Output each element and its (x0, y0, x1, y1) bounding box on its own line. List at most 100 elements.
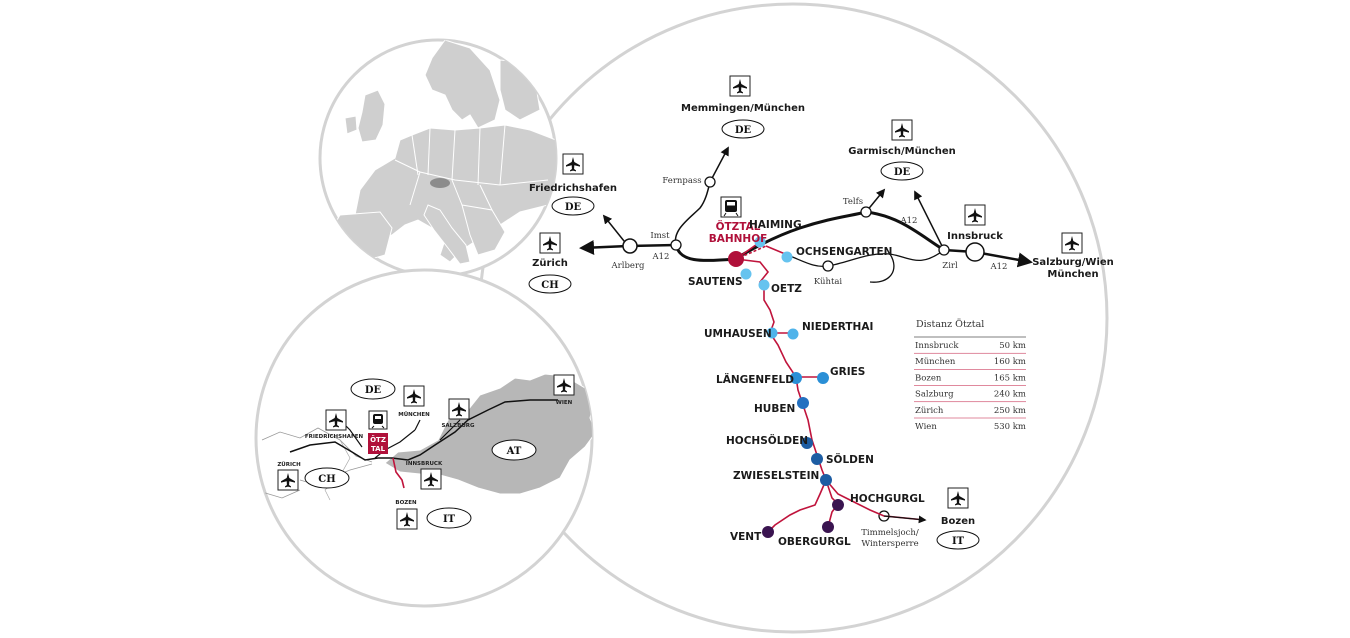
small-label-salzburg: SALZBURG (441, 423, 475, 429)
label-soelden: SÖLDEN (826, 452, 874, 466)
airport-icon-memmingen (729, 75, 751, 97)
label-wintersperre: Wintersperre (861, 539, 918, 549)
airport-icon-garmisch (891, 119, 913, 141)
label-ochsengarten: OCHSENGARTEN (796, 246, 892, 258)
svg-text:IT: IT (443, 514, 456, 525)
dot-obergurgl (822, 521, 834, 533)
label-obergurgl: OBERGURGL (778, 536, 851, 548)
label-gries: GRIES (830, 366, 865, 378)
train-icon (720, 196, 742, 218)
airport-icon-innsbruck (964, 204, 986, 226)
train-icon-small (368, 410, 388, 430)
small-label-muenchen: MÜNCHEN (398, 411, 430, 418)
small-oval-at: AT (491, 439, 537, 461)
distance-km: 240 km (994, 390, 1026, 400)
label-hochsoelden: HOCHSÖLDEN (726, 433, 808, 447)
austria-highlight (430, 178, 450, 188)
svg-text:DE: DE (365, 385, 382, 396)
label-zirl: Zirl (942, 261, 958, 271)
label-a12-right: A12 (990, 262, 1008, 272)
svg-text:AT: AT (506, 446, 522, 457)
svg-text:CH: CH (541, 280, 558, 291)
road-a12-main (674, 210, 945, 262)
airport-icon-wien-small (553, 374, 575, 396)
oval-de-garmisch: DE (880, 161, 924, 181)
small-label-friedrichshafen: FRIEDRICHSHAFEN (305, 434, 364, 440)
label-niederthai: NIEDERTHAI (802, 321, 873, 333)
oetztal-station-badge: ÖTZ TAL (368, 433, 388, 454)
distance-km: 160 km (994, 357, 1026, 367)
distance-row: München 160 km (914, 352, 1026, 367)
distance-row: Bozen 165 km (914, 369, 1026, 383)
airport-icon-friedrichshafen (562, 153, 584, 175)
dot-vent (762, 526, 774, 538)
airport-icon-innsbruck-small (420, 468, 442, 490)
dot-soelden (811, 453, 823, 465)
label-oetztal: ÖTZTAL (716, 219, 761, 233)
small-road-west (289, 399, 558, 461)
dot-gries (817, 372, 829, 384)
airport-icon-zuerich-small (277, 469, 299, 491)
road-friedrichshafen (602, 214, 629, 247)
distance-place: Bozen (915, 373, 942, 383)
dot-laengenfeld (790, 372, 802, 384)
svg-text:DE: DE (735, 125, 752, 136)
distance-km: 250 km (994, 406, 1026, 416)
svg-text:IT: IT (952, 536, 965, 547)
label-innsbruck: Innsbruck (947, 231, 1003, 242)
label-fernpass: Fernpass (662, 176, 701, 186)
label-zuerich: Zürich (532, 258, 568, 269)
svg-text:DE: DE (565, 202, 582, 213)
label-huben: HUBEN (754, 403, 795, 415)
label-zwieselstein: ZWIESELSTEIN (733, 470, 819, 482)
small-label-innsbruck: INNSBRUCK (406, 461, 443, 467)
label-timmelsjoch: Timmelsjoch/ (861, 528, 919, 538)
small-oval-de: DE (350, 378, 396, 400)
road-kuehtai (789, 249, 945, 283)
label-bozen: Bozen (941, 516, 975, 527)
small-oval-it: IT (426, 507, 472, 529)
airport-icon-salzburg (1061, 232, 1083, 254)
distance-title: Distanz Ötztal (916, 318, 984, 330)
label-memmingen: Memmingen/München (681, 103, 805, 114)
svg-text:CH: CH (318, 474, 335, 485)
label-salzburg-muenchen: München (1047, 269, 1098, 280)
dot-sautens (740, 268, 752, 280)
label-sautens: SAUTENS (688, 276, 743, 288)
airport-icon-salzburg-small (448, 398, 470, 420)
distance-place: Zürich (915, 406, 944, 416)
label-arlberg: Arlberg (611, 261, 645, 271)
europe-map (318, 38, 558, 278)
label-telfs: Telfs (843, 197, 863, 207)
label-laengenfeld: LÄNGENFELD (716, 372, 794, 386)
dot-haiming (754, 236, 766, 248)
oval-de-memmingen: DE (721, 119, 765, 139)
distance-row: Zürich 250 km (914, 401, 1026, 416)
distance-km: 165 km (994, 373, 1026, 383)
distance-km: 530 km (994, 422, 1026, 432)
oval-de-friedrichshafen: DE (551, 196, 595, 216)
distance-place: München (915, 357, 956, 367)
distance-place: Innsbruck (915, 341, 959, 351)
oval-it-bozen: IT (936, 530, 980, 550)
svg-text:ÖTZ: ÖTZ (370, 435, 386, 444)
oetztal-bahnhof-marker (728, 251, 744, 267)
label-a12-left: A12 (652, 252, 670, 262)
small-oval-ch: CH (304, 467, 350, 489)
label-umhausen: UMHAUSEN (704, 328, 772, 340)
label-hochgurgl: HOCHGURGL (850, 493, 925, 505)
dot-ochsengarten (781, 251, 793, 263)
small-label-bozen: BOZEN (395, 500, 417, 506)
airport-icon-zuerich (539, 232, 561, 254)
dot-umhausen (766, 327, 778, 339)
label-salzburg-wien: Salzburg/Wien (1032, 257, 1114, 268)
dot-huben (797, 397, 809, 409)
airport-icon-muenchen-small (403, 385, 425, 407)
svg-text:DE: DE (894, 167, 911, 178)
dot-hochgurgl (832, 499, 844, 511)
label-oetz: OETZ (771, 283, 802, 295)
